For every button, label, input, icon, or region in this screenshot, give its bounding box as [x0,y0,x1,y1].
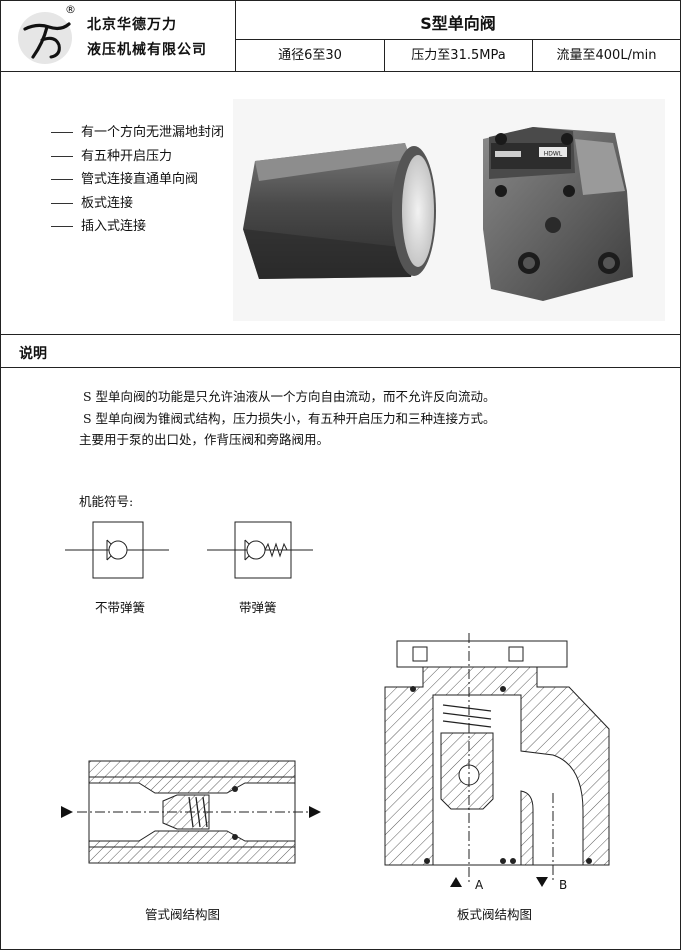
header: ® 北京华德万力 液压机械有限公司 S型单向阀 通径6至30 压力至31.5MP… [1,1,680,72]
photo-plate-label: HDWL [544,151,563,158]
company-name: 北京华德万力 液压机械有限公司 [87,13,207,63]
company-line-1: 北京华德万力 [87,17,177,33]
feature-item: 有一个方向无泄漏地封闭 [51,121,224,145]
tube-drawing-caption: 管式阀结构图 [145,907,221,922]
check-valve-symbol-no-spring [65,521,169,579]
symbol-caption-with-spring: 带弹簧 [239,600,277,615]
spec-bore: 通径6至30 [236,40,385,71]
product-photo: HDWL [233,99,665,321]
spec-flow: 流量至400L/min [556,48,657,63]
tube-valve-photo [243,143,436,279]
registered-mark: ® [65,3,76,16]
plate-valve-section-drawing: A B [384,633,610,892]
company-line-2: 液压机械有限公司 [87,42,207,58]
spec-pressure: 压力至31.5MPa [385,40,533,71]
section-header: 说明 [1,334,680,368]
symbol-caption-no-spring: 不带弹簧 [95,600,146,615]
feature-item: 管式连接直通单向阀 [51,168,224,192]
description-line-2: S 型单向阀为锥阀式结构，压力损失小，有五种开启压力和三种连接方式。 [83,410,496,426]
logo-cell: ® 北京华德万力 液压机械有限公司 [1,1,236,71]
title-row: S型单向阀 [236,1,680,40]
description-line-3: 主要用于泵的出口处，作背压阀和旁路阀用。 [79,432,330,447]
symbol-title: 机能符号: [79,494,134,509]
plate-valve-photo: HDWL [483,127,633,301]
section-label: 说明 [19,346,47,362]
tube-valve-section-drawing [61,760,321,864]
description-line-1: S 型单向阀的功能是只允许油液从一个方向自由流动，而不允许反向流动。 [83,389,496,404]
feature-item: 有五种开启压力 [51,145,224,169]
description: S 型单向阀的功能是只允许油液从一个方向自由流动，而不允许反向流动。 S 型单向… [79,386,496,451]
company-logo-icon [18,12,72,64]
port-b-label: B [559,878,567,892]
check-valve-symbol-with-spring [207,521,313,579]
plate-drawing-caption: 板式阀结构图 [457,907,533,922]
feature-item: 插入式连接 [51,215,224,239]
port-a-label: A [475,878,484,892]
feature-item: 板式连接 [51,192,224,216]
feature-list: 有一个方向无泄漏地封闭 有五种开启压力 管式连接直通单向阀 板式连接 插入式连接 [51,121,224,239]
page-title: S型单向阀 [420,14,496,33]
